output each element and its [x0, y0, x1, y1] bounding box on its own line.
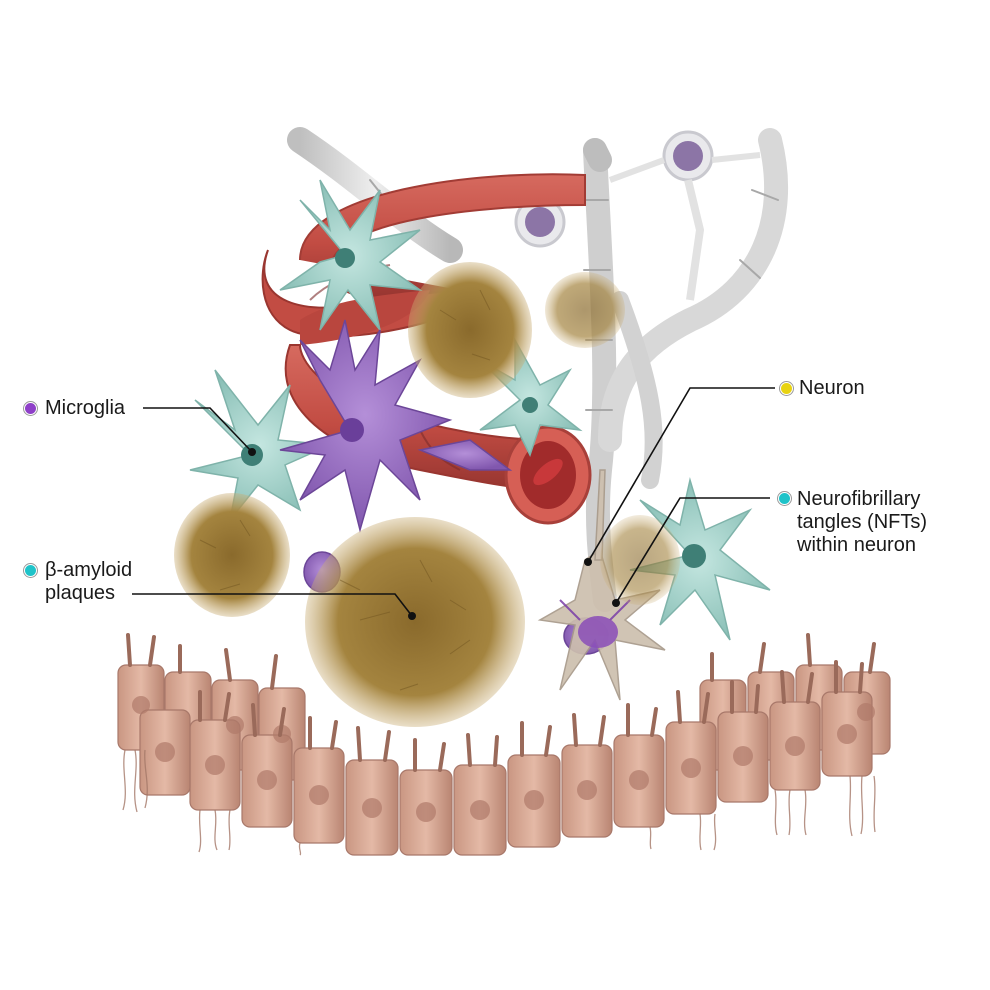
- nft-leader-line: [615, 497, 770, 604]
- microglia-legend-dot: [24, 402, 37, 415]
- amyloid-leader-line: [132, 593, 413, 617]
- amyloid-plaques: [174, 262, 680, 727]
- leader-endpoints: [248, 448, 620, 620]
- microglia-nucleus: [340, 418, 364, 442]
- neuron-legend-dot: [780, 382, 793, 395]
- leader-lines: [132, 387, 775, 617]
- nft-label: Neurofibrillary tangles (NFTs) within ne…: [797, 488, 928, 556]
- amyloid-legend-dot: [24, 564, 37, 577]
- neuron-label: Neuron: [799, 377, 865, 399]
- oligodendrocytes: [514, 130, 761, 301]
- neuron-leader-line: [587, 387, 775, 563]
- nft-legend-dot: [778, 492, 791, 505]
- neurofibrillary-tangles: [559, 599, 631, 648]
- microglia-label: Microglia: [45, 397, 126, 419]
- microglia-leader-line: [143, 407, 253, 453]
- cell-layer: [117, 633, 891, 856]
- amyloid-label: β-amyloid plaques: [45, 559, 133, 604]
